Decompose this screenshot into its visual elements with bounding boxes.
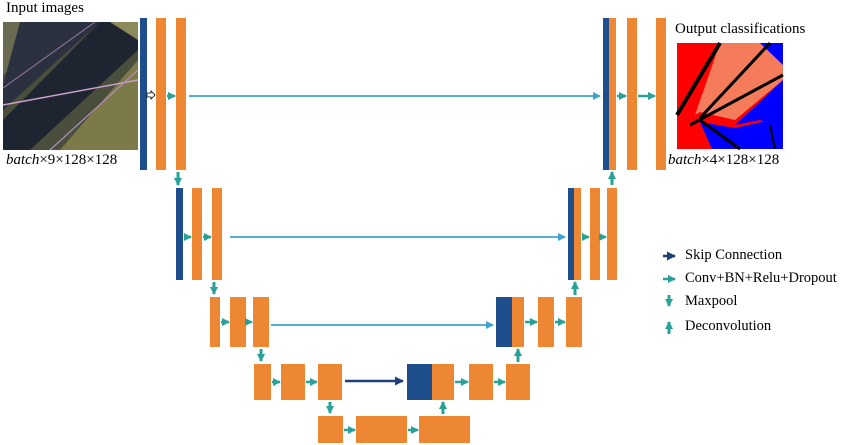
dec3-up-block	[512, 297, 524, 347]
output-dims-shape: ×4×128×128	[701, 152, 780, 168]
input-title: Input images	[6, 0, 84, 16]
enc2-pool-block	[176, 188, 183, 280]
dec4-conv-block-2	[506, 364, 530, 400]
dec3-skip-block	[496, 297, 512, 347]
dec1-conv-block-2	[656, 18, 666, 170]
bottleneck-conv-block-2	[419, 416, 470, 443]
input-hollow-arrow-icon	[146, 90, 156, 100]
dec4-conv-block-1	[469, 364, 493, 400]
dec4-skip-block	[407, 364, 432, 400]
enc2-conv-block-1	[192, 188, 202, 280]
enc4-conv-block-1	[281, 364, 305, 400]
input-dimensions: batch×9×128×128	[6, 152, 117, 169]
input-feature-block	[140, 18, 147, 170]
dec4-up-block	[432, 364, 454, 400]
output-dimensions: batch×4×128×128	[668, 152, 779, 169]
dec3-conv-block-1	[538, 297, 554, 347]
enc2-conv-block-2	[212, 188, 222, 280]
legend-deconvolution: Deconvolution	[685, 318, 772, 334]
output-dims-batch: batch	[668, 152, 702, 168]
legend-conv: Conv+BN+Relu+Dropout	[685, 270, 837, 286]
output-title: Output classifications	[675, 21, 806, 37]
enc1-conv-block-1	[156, 18, 166, 170]
dec2-up-block	[574, 188, 581, 280]
input-dims-shape: ×9×128×128	[39, 152, 118, 168]
dec2-conv-block-1	[590, 188, 600, 280]
dec3-conv-block-2	[566, 297, 582, 347]
dec2-conv-block-2	[607, 188, 617, 280]
dec1-conv-block-1	[627, 18, 637, 170]
output-classification-map	[675, 41, 784, 151]
bottleneck-pool-block	[318, 416, 343, 443]
enc4-conv-block-2	[318, 364, 342, 400]
dec2-skip-block	[568, 188, 574, 280]
enc1-conv-block-2	[176, 18, 186, 170]
input-dims-batch: batch	[6, 152, 40, 168]
dec1-skip-block	[603, 18, 609, 170]
enc4-pool-block	[254, 364, 271, 400]
input-image	[2, 21, 139, 151]
legend-maxpool: Maxpool	[685, 293, 738, 309]
enc3-pool-block	[210, 297, 220, 347]
enc3-conv-block-2	[253, 297, 269, 347]
legend-skip-connection: Skip Connection	[685, 247, 783, 263]
enc3-conv-block-1	[230, 297, 246, 347]
dec1-up-block	[609, 18, 616, 170]
bottleneck-conv-block-1	[356, 416, 407, 443]
